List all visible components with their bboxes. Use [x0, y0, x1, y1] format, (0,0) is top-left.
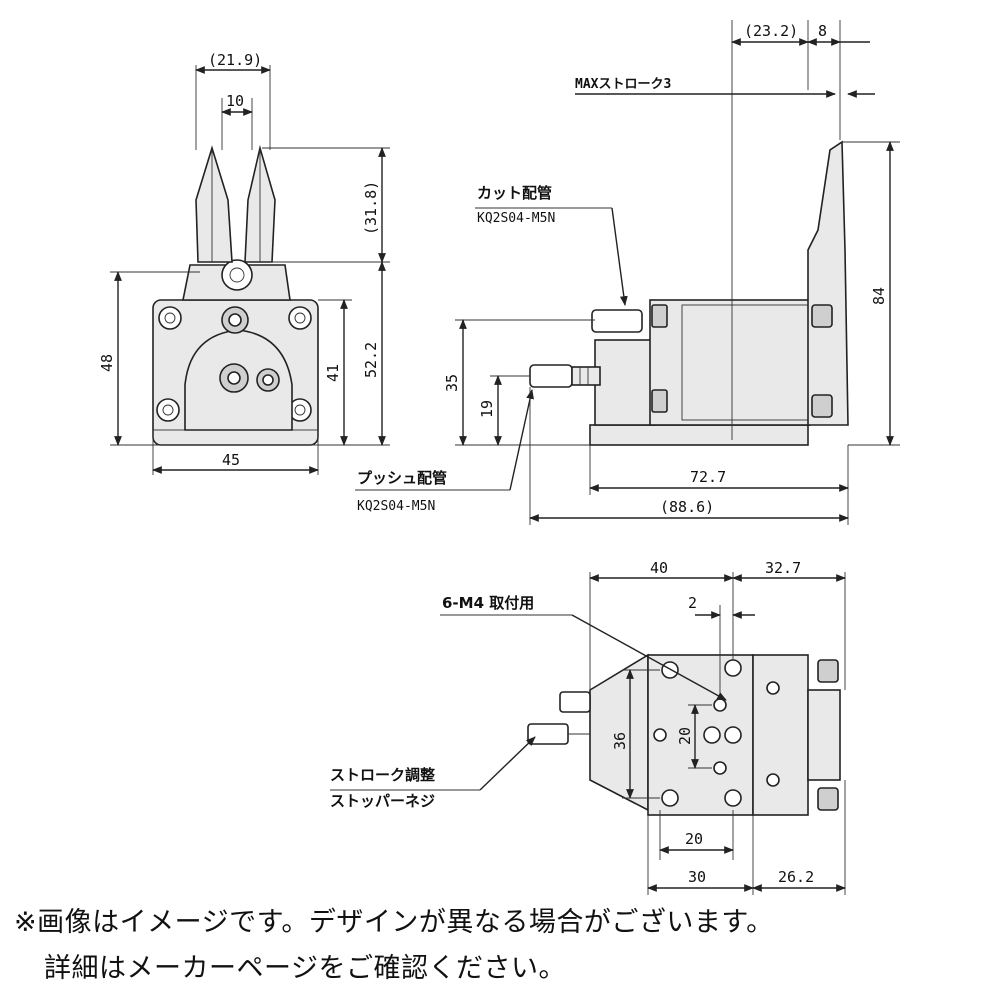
dim-52-2: 52.2	[362, 342, 380, 378]
dim-88-6: (88.6)	[660, 498, 714, 516]
dim-23-2: (23.2)	[744, 22, 798, 40]
bolt-icon	[156, 306, 312, 422]
dim-8: 8	[818, 22, 827, 40]
bottom-dimensions: 40 32.7 2 36 20 20 30 26.2 6-M4 取付用 ストロー…	[330, 559, 846, 895]
cut-pipe-label: カット配管	[477, 184, 552, 202]
notice-line-1: ※画像はイメージです。デザインが異なる場合がございます。	[14, 907, 774, 938]
dim-40: 40	[650, 559, 668, 577]
stroke-adjust-label-1: ストローク調整	[330, 766, 435, 784]
side-dimensions: (23.2) 8 MAXストローク3 84 35 19 72.7 (88.6) …	[355, 20, 900, 525]
dim-19: 19	[478, 400, 496, 418]
stroke-adjust-label-2: ストッパーネジ	[330, 792, 435, 810]
dim-84: 84	[870, 287, 888, 305]
dim-26-2: 26.2	[778, 868, 814, 886]
front-dimensions: (21.9) 10 (31.8) 48 41 52.2 45	[98, 51, 390, 475]
mount-label: 6-M4 取付用	[442, 594, 534, 612]
side-view	[529, 140, 849, 446]
dim-41: 41	[324, 364, 342, 382]
dim-30: 30	[688, 868, 706, 886]
front-view	[152, 144, 319, 446]
dim-21-9: (21.9)	[208, 51, 262, 69]
max-stroke-label: MAXストローク3	[575, 77, 671, 92]
dim-20-horizontal: 20	[685, 830, 703, 848]
mount-hole-icon	[653, 659, 742, 807]
notice-line-2: 詳細はメーカーページをご確認ください。	[44, 953, 566, 984]
dim-31-8: (31.8)	[362, 181, 380, 235]
dim-35: 35	[443, 374, 461, 392]
cut-pipe-part: KQ2S04-M5N	[477, 211, 555, 226]
dim-45: 45	[222, 451, 240, 469]
dim-10: 10	[226, 92, 244, 110]
dim-2: 2	[688, 594, 697, 612]
dim-36: 36	[611, 732, 629, 750]
push-pipe-part: KQ2S04-M5N	[357, 499, 435, 514]
dim-72-7: 72.7	[690, 468, 726, 486]
push-pipe-label: プッシュ配管	[357, 469, 447, 487]
dim-20-vertical: 20	[676, 727, 694, 745]
dim-48: 48	[98, 354, 116, 372]
dim-32-7: 32.7	[765, 559, 801, 577]
